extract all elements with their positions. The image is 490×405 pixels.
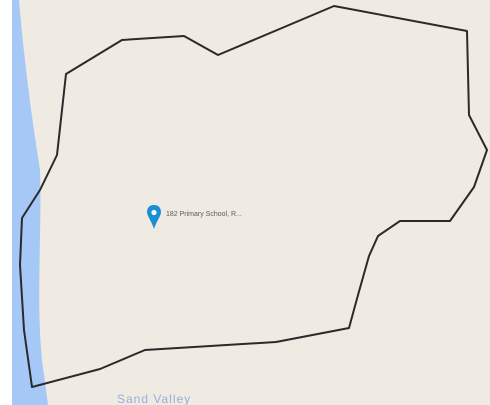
map-pin-icon[interactable]	[147, 205, 161, 229]
area-name-label: Sand Valley	[117, 392, 192, 405]
map-layer	[12, 0, 488, 405]
map-canvas[interactable]: 182 Primary School, R... Sand Valley	[12, 0, 490, 405]
water-area	[12, 0, 48, 405]
area-boundary[interactable]	[19, 5, 488, 388]
marker-label[interactable]: 182 Primary School, R...	[166, 211, 242, 218]
